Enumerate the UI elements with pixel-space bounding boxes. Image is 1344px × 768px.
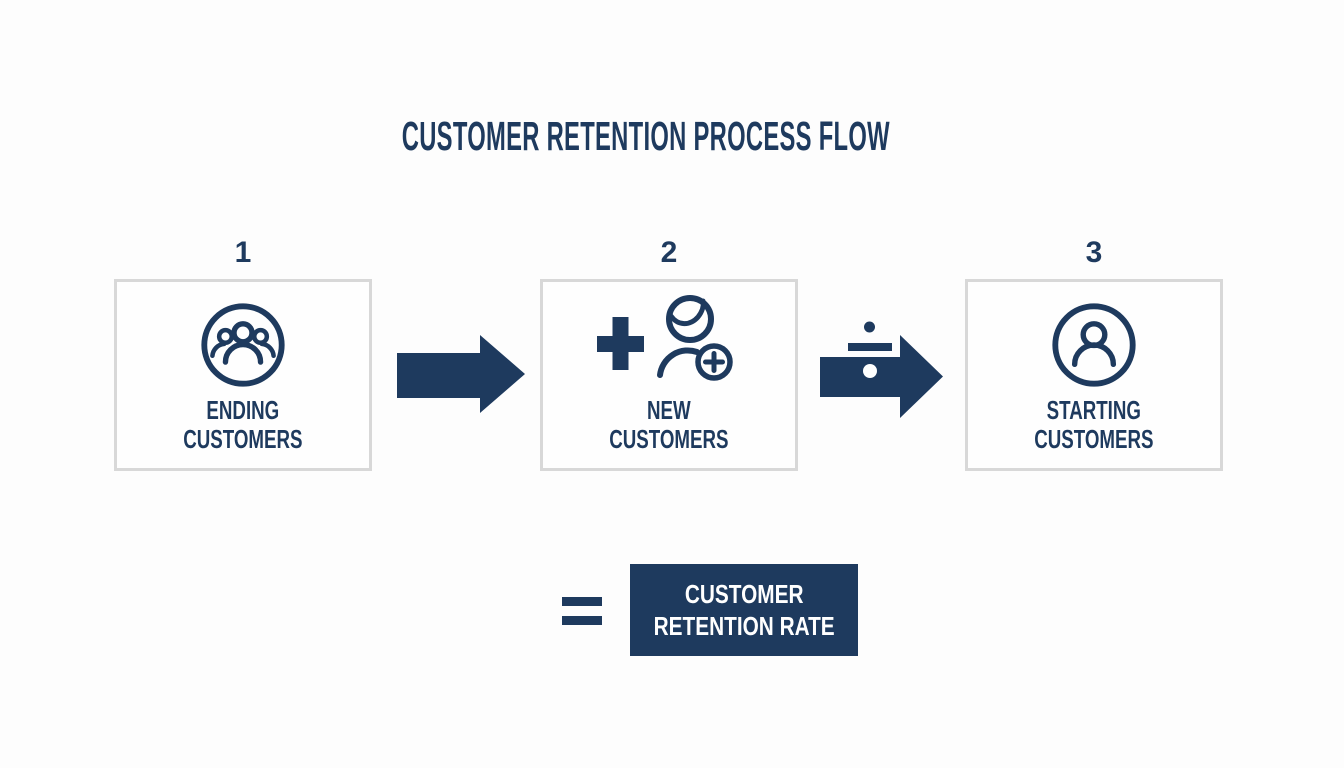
step-number-2: 2 xyxy=(660,236,678,269)
arrow-right-icon xyxy=(397,335,525,413)
page-title-text: CUSTOMER RETENTION PROCESS FLOW xyxy=(401,113,891,159)
page-title: CUSTOMER RETENTION PROCESS FLOW xyxy=(0,113,1292,160)
step-label-starting-customers: STARTING CUSTOMERS xyxy=(1011,396,1177,454)
add-customer-icon xyxy=(594,282,744,396)
customer-group-icon xyxy=(198,282,288,396)
single-customer-icon xyxy=(1049,282,1139,396)
step-label-line2: CUSTOMERS xyxy=(609,424,729,454)
result-line1: CUSTOMER xyxy=(684,579,804,609)
step-label-line2: CUSTOMERS xyxy=(1034,424,1154,454)
step-number-3: 3 xyxy=(1085,236,1103,269)
step-box-new-customers: NEW CUSTOMERS xyxy=(540,279,798,471)
equals-icon xyxy=(562,597,602,625)
step-label-line1: ENDING xyxy=(206,395,280,425)
step-box-ending-customers: ENDING CUSTOMERS xyxy=(114,279,372,471)
result-line2: RETENTION RATE xyxy=(653,611,835,641)
step-label-new-customers: NEW CUSTOMERS xyxy=(586,396,752,454)
step-box-starting-customers: STARTING CUSTOMERS xyxy=(965,279,1223,471)
step-number-1: 1 xyxy=(234,236,252,269)
step-label-line1: STARTING xyxy=(1046,395,1142,425)
step-label-line1: NEW xyxy=(647,395,691,425)
plus-icon xyxy=(597,317,644,370)
step-label-line2: CUSTOMERS xyxy=(183,424,303,454)
step-label-ending-customers: ENDING CUSTOMERS xyxy=(160,396,326,454)
result-box-customer-retention-rate: CUSTOMER RETENTION RATE xyxy=(630,564,858,656)
divide-arrow-right-icon xyxy=(820,317,943,418)
